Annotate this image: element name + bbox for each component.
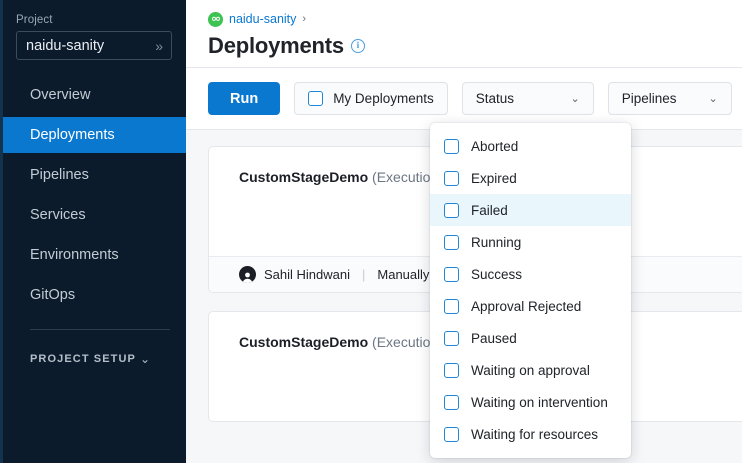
page-title: Deployments — [208, 33, 344, 58]
status-option-checkbox[interactable] — [444, 170, 459, 186]
status-option-expired[interactable]: Expired — [430, 162, 631, 194]
project-badge-icon — [208, 11, 223, 27]
chevron-down-icon: ⌄ — [570, 93, 580, 105]
info-icon[interactable]: i — [350, 39, 365, 53]
sidebar-item-overview[interactable]: Overview — [30, 87, 91, 103]
deployment-user: Sahil Hindwani — [264, 267, 350, 282]
status-option-label: Running — [471, 234, 522, 250]
sidebar-item-pipelines[interactable]: Pipelines — [30, 167, 89, 183]
title-row: Deployments i — [208, 33, 742, 59]
deployment-name: CustomStageDemo — [239, 169, 369, 185]
sidebar-item-environments[interactable]: Environments — [30, 247, 119, 263]
my-deployments-label: My Deployments — [333, 91, 434, 106]
status-option-checkbox[interactable] — [444, 394, 459, 410]
status-option-checkbox[interactable] — [444, 426, 459, 442]
project-selector-value: naidu-sanity — [26, 37, 105, 54]
run-button[interactable]: Run — [208, 82, 281, 115]
status-option-label: Waiting on intervention — [471, 394, 608, 410]
avatar — [239, 266, 256, 283]
project-selector[interactable]: naidu-sanity » — [16, 31, 172, 60]
sidebar: Project naidu-sanity » Overview Deployme… — [0, 0, 186, 463]
footer-divider: | — [362, 267, 366, 282]
status-option-checkbox[interactable] — [444, 234, 459, 250]
deployment-trigger: Manually — [377, 267, 430, 282]
deployment-name: CustomStageDemo — [239, 334, 369, 350]
status-option-checkbox[interactable] — [444, 298, 459, 314]
status-option-aborted[interactable]: Aborted — [430, 130, 631, 162]
sidebar-item-services[interactable]: Services — [30, 207, 86, 223]
status-option-label: Paused — [471, 330, 517, 346]
status-option-label: Approval Rejected — [471, 298, 582, 314]
breadcrumb: naidu-sanity › — [208, 8, 742, 30]
status-filter-dropdown[interactable]: Status ⌄ — [461, 82, 594, 115]
chevron-down-icon: ⌄ — [139, 352, 150, 366]
status-option-checkbox[interactable] — [444, 202, 459, 218]
status-option-checkbox[interactable] — [444, 266, 459, 282]
pipelines-filter-label: Pipelines — [621, 91, 677, 106]
page-header: naidu-sanity › Deployments i — [186, 0, 742, 68]
sidebar-item-gitops[interactable]: GitOps — [30, 287, 76, 303]
status-option-waiting-for-resources[interactable]: Waiting for resources — [430, 418, 631, 450]
status-option-label: Aborted — [471, 138, 519, 154]
status-option-waiting-on-intervention[interactable]: Waiting on intervention — [430, 386, 631, 418]
double-chevron-right-icon: » — [155, 37, 163, 54]
main-area: naidu-sanity › Deployments i Run My Depl… — [186, 0, 742, 463]
project-label: Project — [16, 14, 53, 26]
status-option-success[interactable]: Success — [430, 258, 631, 290]
sidebar-nav: Overview Deployments Pipelines Services … — [0, 77, 186, 313]
status-option-checkbox[interactable] — [444, 362, 459, 378]
sidebar-item-deployments[interactable]: Deployments — [3, 117, 186, 153]
project-setup-label: PROJECT SETUP — [30, 353, 136, 365]
status-option-label: Success — [471, 266, 523, 282]
status-option-waiting-on-approval[interactable]: Waiting on approval — [430, 354, 631, 386]
sidebar-item-project-setup[interactable]: PROJECT SETUP ⌄ — [0, 340, 186, 378]
my-deployments-checkbox[interactable] — [308, 91, 324, 106]
pipelines-filter-dropdown[interactable]: Pipelines ⌄ — [607, 82, 732, 115]
chevron-down-icon: ⌄ — [708, 93, 718, 105]
status-option-approval-rejected[interactable]: Approval Rejected — [430, 290, 631, 322]
sidebar-divider — [30, 329, 170, 330]
chevron-right-icon: › — [302, 13, 307, 25]
status-option-label: Expired — [471, 170, 517, 186]
status-option-label: Failed — [471, 202, 508, 218]
status-option-paused[interactable]: Paused — [430, 322, 631, 354]
status-option-checkbox[interactable] — [444, 330, 459, 346]
filters-toolbar: Run My Deployments Status ⌄ Pipelines ⌄ — [186, 68, 742, 130]
status-dropdown-menu: Aborted Expired Failed Running Success A… — [430, 123, 631, 458]
status-option-running[interactable]: Running — [430, 226, 631, 258]
my-deployments-filter[interactable]: My Deployments — [294, 82, 448, 115]
sidebar-left-edge — [0, 0, 3, 463]
breadcrumb-link-project[interactable]: naidu-sanity — [229, 12, 297, 26]
status-option-label: Waiting for resources — [471, 426, 599, 442]
status-option-label: Waiting on approval — [471, 362, 590, 378]
status-option-failed[interactable]: Failed — [430, 194, 631, 226]
status-option-checkbox[interactable] — [444, 138, 459, 154]
status-filter-label: Status — [475, 91, 515, 106]
